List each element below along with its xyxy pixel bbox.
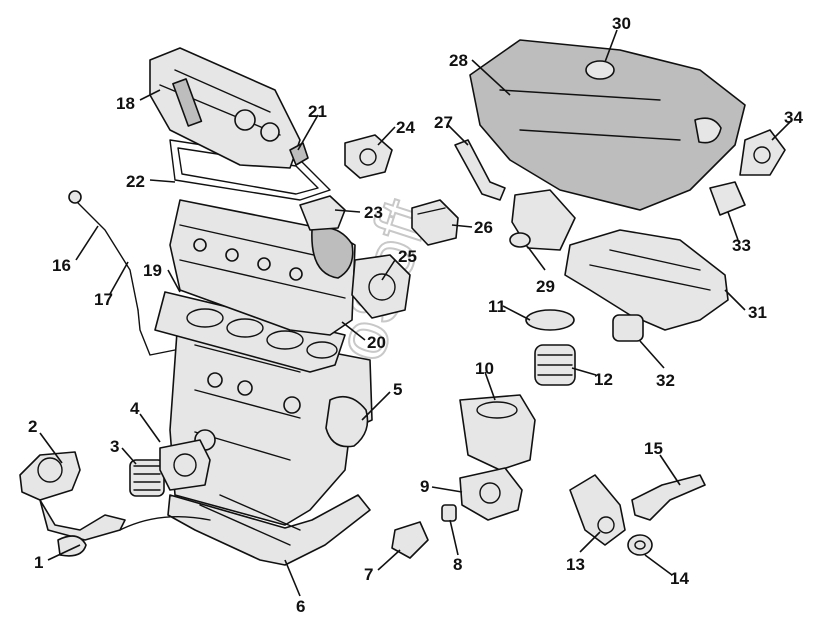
dipstick xyxy=(68,190,176,356)
callout-8: 8 xyxy=(453,555,462,574)
callout-34: 34 xyxy=(784,108,803,127)
housing-25 xyxy=(351,254,411,319)
sensor-24 xyxy=(344,134,393,179)
bracket-15 xyxy=(631,474,706,521)
callout-7: 7 xyxy=(364,565,373,584)
water-pump xyxy=(459,467,523,521)
callout-18: 18 xyxy=(116,94,135,113)
t-pipe-29 xyxy=(509,189,576,251)
callout-13: 13 xyxy=(566,555,585,574)
callout-2: 2 xyxy=(28,417,37,436)
callout-25: 25 xyxy=(398,247,417,266)
callout-15: 15 xyxy=(644,439,663,458)
housing-23 xyxy=(299,195,346,231)
callout-27: 27 xyxy=(434,113,453,132)
cylinder-head xyxy=(169,199,356,336)
housing-10 xyxy=(459,394,536,471)
housing-7 xyxy=(391,521,429,559)
callout-29: 29 xyxy=(536,277,555,296)
block-26 xyxy=(411,199,459,246)
gasket-11 xyxy=(525,309,575,331)
callout-31: 31 xyxy=(748,303,767,322)
callout-12: 12 xyxy=(594,370,613,389)
callout-28: 28 xyxy=(449,51,468,70)
valve-cover xyxy=(149,47,301,169)
exhaust-manifold xyxy=(564,229,729,342)
callout-labels: 1 2 3 4 5 6 7 8 9 10 11 12 13 14 15 16 1… xyxy=(28,14,803,616)
callout-33: 33 xyxy=(732,236,751,255)
oil-filter xyxy=(129,439,211,497)
callout-21: 21 xyxy=(308,102,327,121)
callout-30: 30 xyxy=(612,14,631,33)
callout-14: 14 xyxy=(670,569,689,588)
callout-32: 32 xyxy=(656,371,675,390)
engine-mount xyxy=(569,474,626,546)
callout-23: 23 xyxy=(364,203,383,222)
callout-3: 3 xyxy=(110,437,119,456)
oil-pan xyxy=(119,494,371,566)
callout-10: 10 xyxy=(475,359,494,378)
leader-lines xyxy=(39,29,791,597)
callout-4: 4 xyxy=(130,399,140,418)
callout-19: 19 xyxy=(143,261,162,280)
callout-22: 22 xyxy=(126,172,145,191)
bracket-21 xyxy=(289,142,309,166)
callout-16: 16 xyxy=(52,256,71,275)
callout-26: 26 xyxy=(474,218,493,237)
sensor-8 xyxy=(441,504,457,522)
callout-24: 24 xyxy=(396,118,415,137)
hose-27 xyxy=(454,139,506,201)
valve-12 xyxy=(534,344,576,386)
bushing-14 xyxy=(627,534,653,556)
callout-6: 6 xyxy=(296,597,305,616)
oil-pump xyxy=(19,451,126,557)
callout-11: 11 xyxy=(488,297,506,316)
callout-5: 5 xyxy=(393,380,402,399)
callout-9: 9 xyxy=(420,477,429,496)
callout-17: 17 xyxy=(94,290,113,309)
intake-manifold xyxy=(469,39,746,211)
gasket-33 xyxy=(709,181,746,216)
callout-1: 1 xyxy=(34,553,43,572)
engine-block xyxy=(169,299,373,526)
flange-34 xyxy=(739,129,786,176)
callout-20: 20 xyxy=(367,333,386,352)
